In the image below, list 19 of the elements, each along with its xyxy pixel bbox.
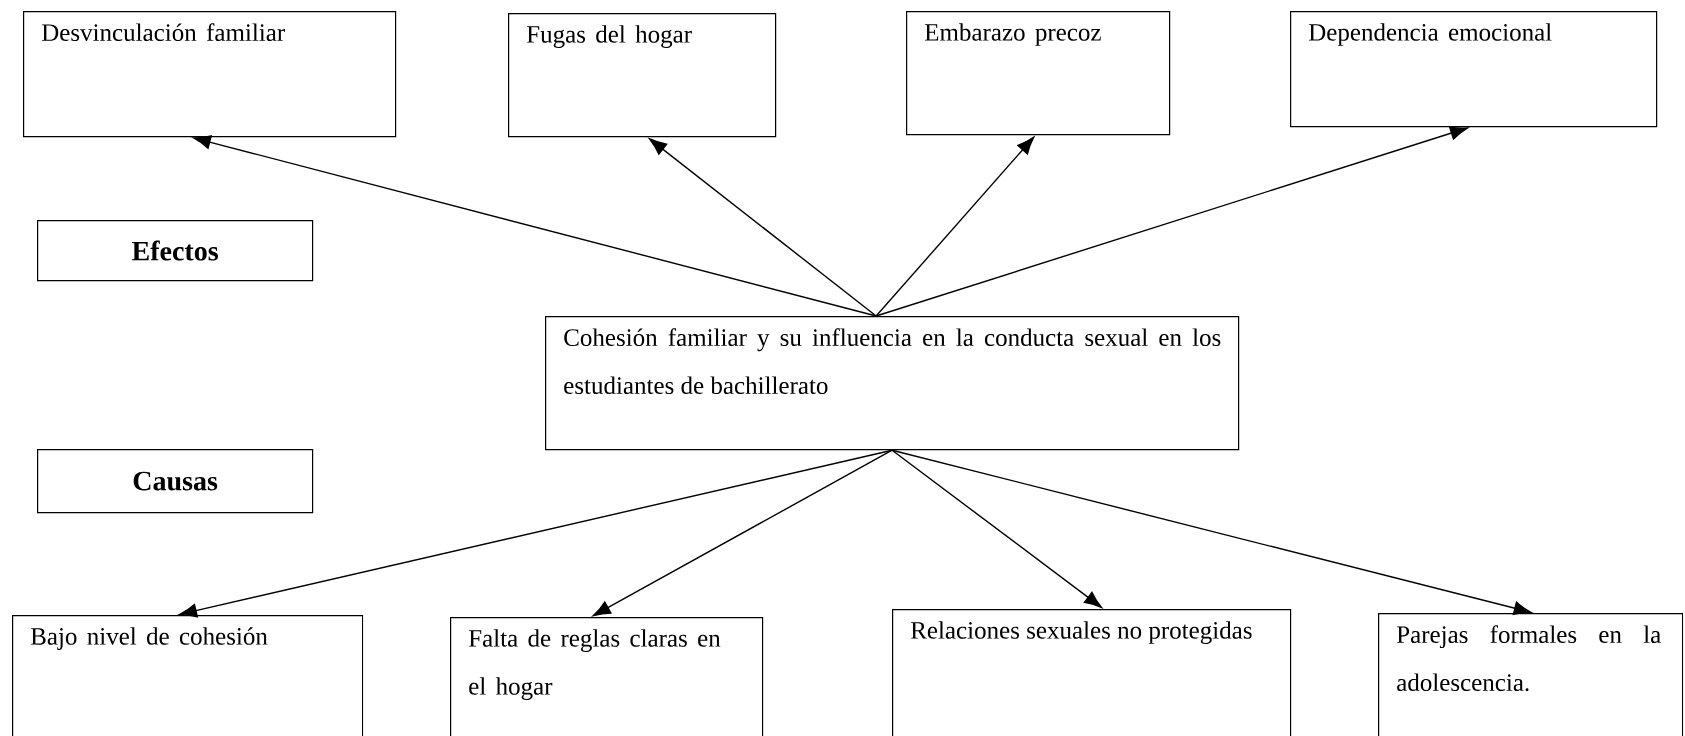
arrow (875, 136, 1035, 317)
text-box: Relaciones sexuales no protegidas (892, 609, 1292, 736)
text-box: Falta de reglas claras en el hogar (450, 617, 764, 736)
text-box: Bajo nivel de cohesión (12, 615, 364, 736)
arrow (891, 449, 1102, 608)
arrow (179, 449, 893, 618)
text-box: Parejas formales en la adolescencia. (1378, 613, 1684, 736)
arrow (592, 449, 893, 617)
text-box: Dependencia emocional (1290, 11, 1658, 128)
heading-box: Efectos (37, 220, 314, 282)
arrow (891, 449, 1532, 616)
text-box: Embarazo precoz (906, 11, 1171, 136)
text-box: Fugas del hogar (508, 13, 777, 138)
heading-box: Causas (37, 449, 314, 514)
arrow (875, 126, 1468, 317)
arrow (193, 135, 877, 317)
topic-box: Cohesión familiar y su influencia en la conducta sexual en los estudiantes de bachillerato (545, 316, 1240, 451)
arrow (649, 138, 877, 317)
text-box: Desvinculación familiar (23, 11, 397, 138)
